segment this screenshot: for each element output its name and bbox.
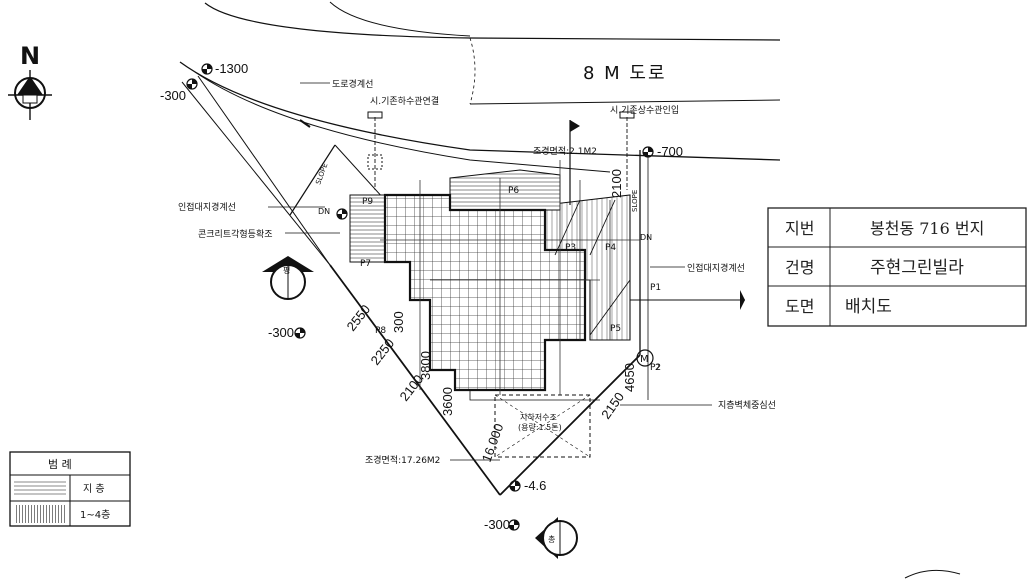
section-marker-bottom: 총	[535, 517, 578, 559]
level-right-top: -700	[657, 144, 683, 159]
tank-label-1: 지하저수조	[520, 412, 557, 422]
leader-lines	[268, 82, 712, 461]
level-bottom-small: -4.6	[524, 478, 546, 493]
dimension-label: 3600	[440, 387, 455, 416]
title-block: 지번 봉천동 716 번지 건명 주현그린빌라 도면 배치도	[767, 207, 1027, 327]
legend: 범 례 지 층 1~4층	[9, 451, 131, 527]
dn-right-label: DN	[640, 233, 652, 242]
adjacent-left-label: 인접대지경계선	[178, 201, 236, 213]
parking-label: P9	[362, 197, 373, 207]
building-footprint	[383, 193, 587, 392]
dimension-label: 2150	[598, 389, 627, 421]
water-connection-marker	[619, 111, 649, 400]
level-left: -300	[160, 88, 186, 103]
slope-left-label: SLOPE	[314, 162, 329, 186]
adjacent-right-label: 인접대지경계선	[687, 262, 745, 274]
road-boundary-label: 도로경계선	[332, 78, 373, 90]
title-value-drawing: 배치도	[845, 297, 892, 317]
title-key-lot: 지번	[785, 219, 814, 238]
legend-title: 범 례	[48, 458, 72, 471]
section-marker-left: 평	[262, 256, 314, 300]
sewer-label: 시.기존하수관연결	[370, 96, 439, 107]
underground-tank	[494, 394, 591, 458]
parking-label: P6	[508, 186, 519, 196]
dn-left-label: DN	[318, 207, 330, 216]
underground-wall-label: 지층벽체중심선	[718, 400, 776, 411]
level-marker-icon	[294, 327, 306, 339]
parking-label: P8	[375, 326, 386, 336]
level-marker-icon	[336, 208, 348, 220]
level-marker-icon	[186, 78, 198, 90]
slope-right-label: SLOPE	[631, 190, 639, 212]
corner-scribble	[904, 569, 961, 579]
road-label: 8 M 도로	[583, 63, 667, 84]
landscape-top-label: 조경면적:2.1M2	[533, 145, 597, 157]
water-label: 시.기존상수관인입	[610, 104, 679, 116]
parking-diagonals	[554, 199, 631, 336]
legend-label-upper: 1~4층	[80, 509, 110, 521]
site-boundary	[181, 75, 745, 496]
parking-label: P4	[605, 243, 616, 253]
dimension-label: 300	[391, 311, 406, 333]
dimension-label: 4650	[622, 363, 637, 392]
concrete-pave-label: 콘크리트각형등확조	[198, 228, 273, 240]
meter-icon: M 2	[636, 349, 660, 372]
road-lines	[179, 1, 781, 173]
title-key-drawing: 도면	[785, 297, 814, 316]
parking-label: P5	[610, 324, 621, 334]
dimension-label: 3800	[418, 351, 433, 380]
level-marker-icon	[201, 63, 213, 75]
level-bottom: -300	[484, 517, 510, 532]
level-marker-icon	[508, 519, 520, 531]
level-marker-icon	[642, 146, 654, 158]
legend-swatch-upper	[14, 505, 66, 523]
title-key-name: 건명	[785, 258, 814, 277]
dimension-label: 2250	[368, 336, 398, 368]
level-mid-left: -300	[268, 325, 294, 340]
legend-swatch-basement	[14, 479, 66, 497]
level-top-left: -1300	[215, 61, 248, 76]
parking-label: P1	[650, 283, 661, 293]
landscape-bottom-label: 조경면적:17.26M2	[365, 454, 440, 466]
dimension-label: 2100	[609, 169, 624, 198]
meter-2: 2	[655, 363, 660, 372]
level-marker-icon	[509, 480, 521, 492]
section-label-bottom: 총	[548, 535, 555, 544]
meter-m: M	[640, 354, 649, 365]
sewer-connection-marker	[367, 111, 383, 190]
structure-lines	[380, 120, 640, 401]
dimension-label: 16,000	[479, 422, 507, 464]
parking-label: P3	[565, 243, 576, 253]
title-value-name: 주현그린빌라	[870, 258, 964, 278]
tank-label-2: (용량:1.5톤)	[518, 422, 562, 432]
section-label-left: 평	[283, 265, 290, 275]
title-value-lot: 봉천동 716 번지	[870, 219, 984, 238]
legend-label-basement: 지 층	[83, 483, 105, 495]
north-letter: N	[20, 42, 40, 70]
parking-label: P7	[360, 259, 371, 269]
parking-label: P2	[650, 363, 661, 373]
north-arrow: N	[8, 42, 52, 120]
